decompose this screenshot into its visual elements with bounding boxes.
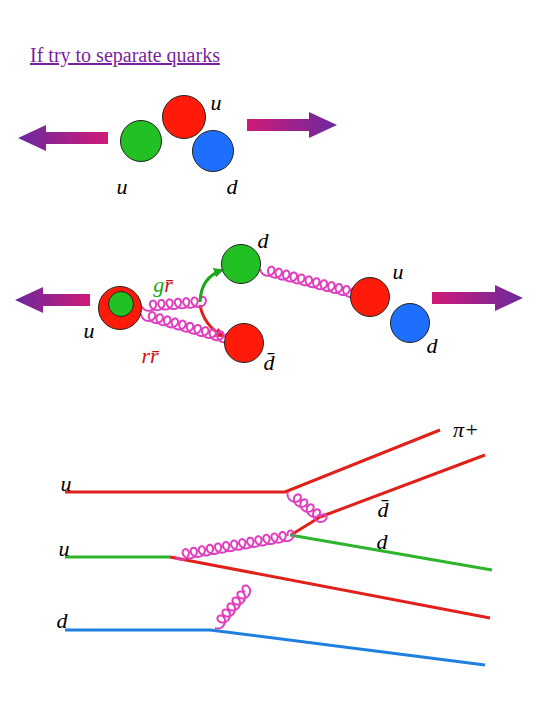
quark-label: u xyxy=(211,92,222,114)
pull-arrow xyxy=(432,285,523,311)
quark-circle: u xyxy=(162,95,206,139)
pull-arrow xyxy=(15,287,90,313)
quark-circle: d xyxy=(390,303,430,343)
quark-circle: d xyxy=(192,130,234,172)
color-blob xyxy=(108,291,134,317)
title: If try to separate quarks xyxy=(30,44,220,67)
particle-label: u xyxy=(61,473,72,495)
quark-label: u xyxy=(393,261,404,283)
particle-label: d xyxy=(377,531,388,553)
quark-label: d̄ xyxy=(264,352,275,374)
quark-label: d xyxy=(427,335,438,357)
connector-part xyxy=(141,312,231,342)
quark-label: d xyxy=(258,230,269,252)
quark-label: u xyxy=(117,176,128,198)
particle-label: π+ xyxy=(453,419,479,441)
quark-circle: u xyxy=(98,286,142,330)
gluon-connector xyxy=(141,312,231,342)
quark-line xyxy=(170,557,490,618)
quark-line xyxy=(290,535,492,570)
pull-arrow xyxy=(18,125,108,151)
quark-line xyxy=(65,430,440,492)
gluon-color-label: rr̄ xyxy=(141,345,158,367)
pull-arrow xyxy=(247,112,337,138)
particle-label: d xyxy=(57,610,68,632)
quark-line xyxy=(320,455,485,517)
quark-label: u xyxy=(84,320,95,342)
connector-part xyxy=(200,270,222,302)
gluon-coil xyxy=(288,492,327,522)
particle-label: u xyxy=(59,538,70,560)
gluon-connector xyxy=(260,267,357,297)
quark-circle: d̄ xyxy=(224,323,264,363)
quark-line xyxy=(65,630,485,665)
quark-line xyxy=(65,556,170,559)
gluon-color-label: gr̄ xyxy=(153,274,173,296)
gluon-coil xyxy=(215,585,250,628)
gluon-coil xyxy=(175,531,294,560)
gluon-connector xyxy=(142,270,222,311)
connector-part xyxy=(142,297,206,311)
quark-circle: u xyxy=(120,120,162,162)
particle-label: d̄ xyxy=(378,499,389,521)
connector-part xyxy=(260,267,357,297)
quark-circle: d xyxy=(221,244,261,284)
quark-label: d xyxy=(227,176,238,198)
quark-circle: u xyxy=(350,277,390,317)
